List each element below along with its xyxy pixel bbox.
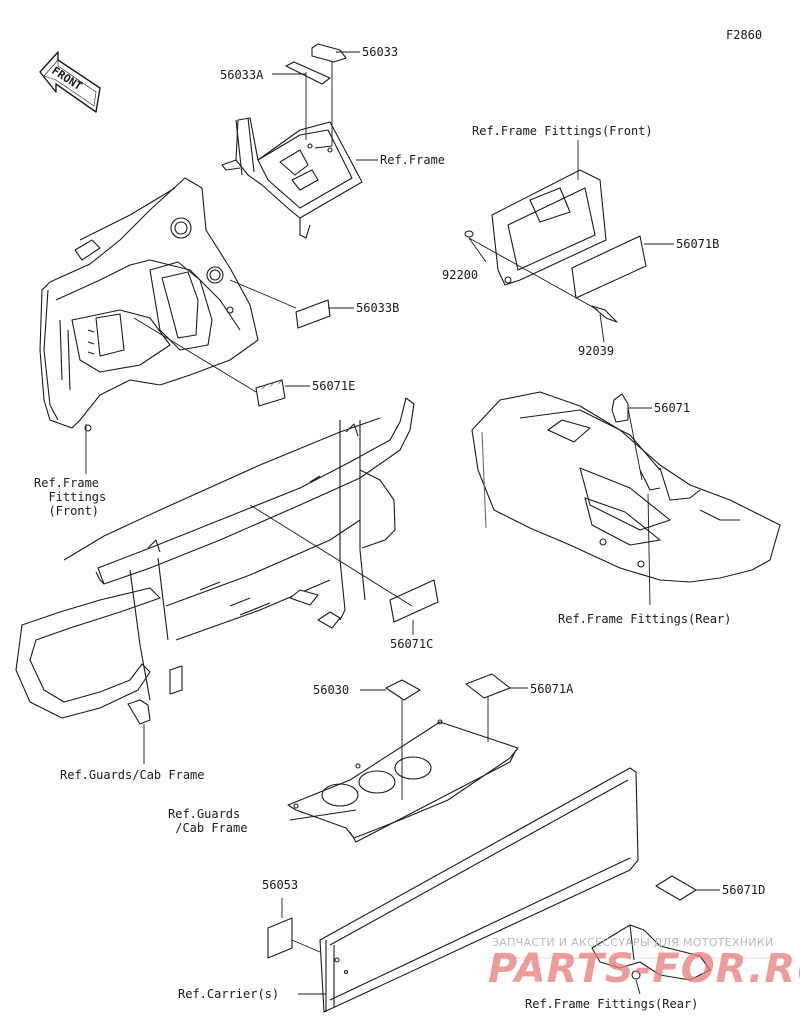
part-92200-washer bbox=[464, 230, 474, 238]
part-56033: 56033 bbox=[362, 45, 399, 59]
label-56071A-shape bbox=[465, 673, 511, 699]
part-56071: 56071 bbox=[654, 401, 691, 415]
label-56033B-shape bbox=[295, 299, 331, 329]
part-56033A: 56033A bbox=[220, 68, 264, 82]
frame-fitting-front-left bbox=[39, 177, 259, 432]
part-56071A: 56071A bbox=[530, 682, 574, 696]
label-56030-shape bbox=[385, 679, 421, 701]
leader-lines bbox=[85, 51, 720, 995]
label-56071B-shape bbox=[571, 235, 647, 299]
part-92200: 92200 bbox=[442, 268, 479, 282]
part-56071E: 56071E bbox=[312, 379, 356, 393]
label-56033A-shape bbox=[285, 61, 331, 85]
front-direction-arrow bbox=[39, 51, 101, 113]
label-56033-shape bbox=[311, 43, 347, 63]
ref-guards-cab-split: Ref.Guards /Cab Frame bbox=[168, 807, 248, 835]
ref-fittings-rear-mid: Ref.Frame Fittings(Rear) bbox=[558, 612, 732, 626]
ref-fittings-front-top: Ref.Frame Fittings(Front) bbox=[472, 124, 653, 138]
figure-code: F2860 bbox=[726, 28, 763, 42]
ref-fittings-rear-bottom: Ref.Frame Fittings(Rear) bbox=[525, 997, 699, 1011]
part-56071B: 56071B bbox=[676, 237, 720, 251]
frame-fitting-front-right bbox=[491, 169, 607, 286]
label-56071D-shape bbox=[655, 875, 697, 901]
ref-frame: Ref.Frame bbox=[380, 153, 446, 167]
label-56053-shape bbox=[267, 917, 293, 959]
label-56071-shape bbox=[611, 393, 629, 423]
label-56071E-shape bbox=[255, 379, 286, 407]
part-56033B: 56033B bbox=[356, 301, 400, 315]
watermark-tagline: ЗАПЧАСТИ И АКСЕССУАРЫ ДЛЯ МОТОТЕХНИКИ bbox=[492, 936, 774, 949]
part-92039-clip bbox=[591, 305, 618, 323]
floor-panel bbox=[287, 719, 519, 843]
label-56071C-shape bbox=[389, 579, 439, 623]
frame-fitting-rear-mid bbox=[471, 391, 781, 583]
ref-fittings-front-left: Ref.Frame Fittings (Front) bbox=[34, 476, 107, 518]
frame-fitting-rear-bottom bbox=[591, 924, 711, 981]
ref-guards-cab: Ref.Guards/Cab Frame bbox=[60, 768, 205, 782]
watermark-logo: PARTS-FOR.RU bbox=[488, 946, 800, 992]
part-56071C: 56071C bbox=[390, 637, 434, 651]
guard-cab-frame bbox=[15, 397, 415, 725]
ref-carrier: Ref.Carrier(s) bbox=[178, 987, 280, 1001]
part-56053: 56053 bbox=[262, 878, 299, 892]
carrier-panel bbox=[319, 767, 639, 1013]
part-92039: 92039 bbox=[578, 344, 615, 358]
part-56030: 56030 bbox=[313, 683, 350, 697]
frame-bracket-top bbox=[221, 117, 363, 239]
part-56071D: 56071D bbox=[722, 883, 766, 897]
